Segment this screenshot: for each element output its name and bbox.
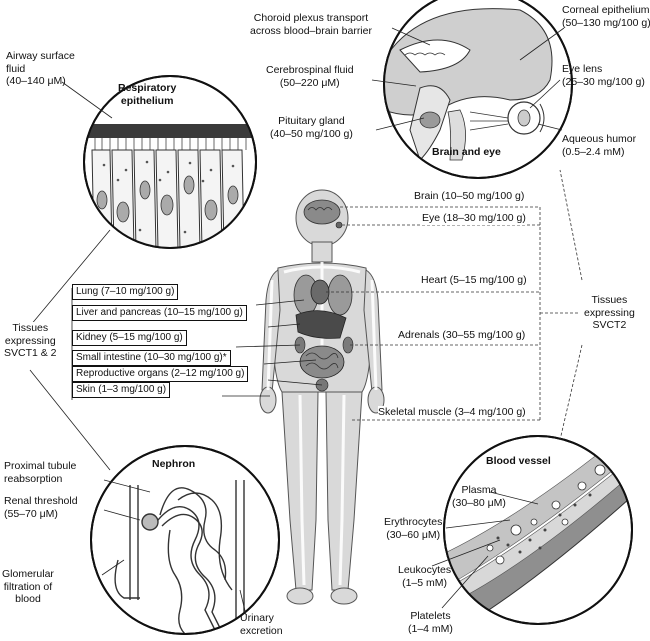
svct1-tissue-skin: Skin (1–3 mg/100 g)	[72, 382, 171, 398]
blood-vessel-title: Blood vessel	[486, 455, 551, 467]
pituitary-gland-label: Pituitary gland (40–50 mg/100 g)	[270, 115, 353, 140]
brain-and-eye-illustration	[383, 0, 573, 179]
urinary-excretion-label: Urinary excretion	[240, 612, 283, 637]
erythrocytes-label: Erythrocytes (30–60 μM)	[384, 516, 443, 541]
airway-surface-fluid-label: Airway surface fluid (40–140 μM)	[6, 50, 75, 87]
aqueous-humor-label: Aqueous humor (0.5–2.4 mM)	[562, 133, 637, 158]
svct1-tissue-kidney: Kidney (5–15 mg/100 g)	[72, 330, 187, 346]
human-body-figure	[259, 189, 385, 605]
respiratory-epithelium-title: Respiratory epithelium	[118, 82, 177, 107]
nephron-title: Nephron	[152, 458, 196, 470]
cerebrospinal-fluid-label: Cerebrospinal fluid (50–220 μM)	[266, 64, 354, 89]
svct2-group-label: Tissues expressing SVCT2	[584, 294, 635, 332]
leukocytes-label: Leukocytes (1–5 mM)	[398, 564, 452, 589]
blood-vessel-illustration	[443, 435, 633, 625]
svct2-tissue-skeletal-muscle: Skeletal muscle (3–4 mg/100 g)	[378, 406, 526, 419]
eye-lens-label: Eye lens (25–30 mg/100 g)	[562, 63, 645, 88]
svct2-tissue-adrenals: Adrenals (30–55 mg/100 g)	[398, 329, 526, 342]
svct1-tissue-lung: Lung (7–10 mg/100 g)	[72, 284, 179, 300]
svct1-tissue-liver-pancreas: Liver and pancreas (10–15 mg/100 g)	[72, 305, 247, 321]
renal-threshold-label: Renal threshold (55–70 μM)	[4, 495, 78, 520]
svct2-tissue-heart: Heart (5–15 mg/100 g)	[421, 274, 527, 287]
corneal-epithelium-label: Corneal epithelium (50–130 mg/100 g)	[562, 4, 650, 29]
proximal-tubule-label: Proximal tubule reabsorption	[4, 460, 77, 485]
choroid-plexus-label: Choroid plexus transport across blood–br…	[250, 12, 372, 37]
connector-lines	[29, 27, 565, 616]
svct1-group-label: Tissues expressing SVCT1 & 2	[4, 322, 57, 360]
plasma-label: Plasma (30–80 μM)	[452, 484, 506, 509]
glomerular-filtration-label: Glomerular filtration of blood	[2, 568, 54, 605]
svct1-tissue-reproductive-organs: Reproductive organs (2–12 mg/100 g)	[72, 366, 249, 382]
nephron-illustration	[90, 445, 280, 635]
svct2-tissue-brain: Brain (10–50 mg/100 g)	[414, 190, 525, 203]
brain-and-eye-title: Brain and eye	[432, 146, 501, 158]
svct2-tissue-eye: Eye (18–30 mg/100 g)	[422, 212, 526, 225]
svct1-tissue-small-intestine: Small intestine (10–30 mg/100 g)*	[72, 350, 231, 366]
platelets-label: Platelets (1–4 mM)	[408, 610, 453, 635]
svct2-dashed-lines	[326, 169, 583, 441]
